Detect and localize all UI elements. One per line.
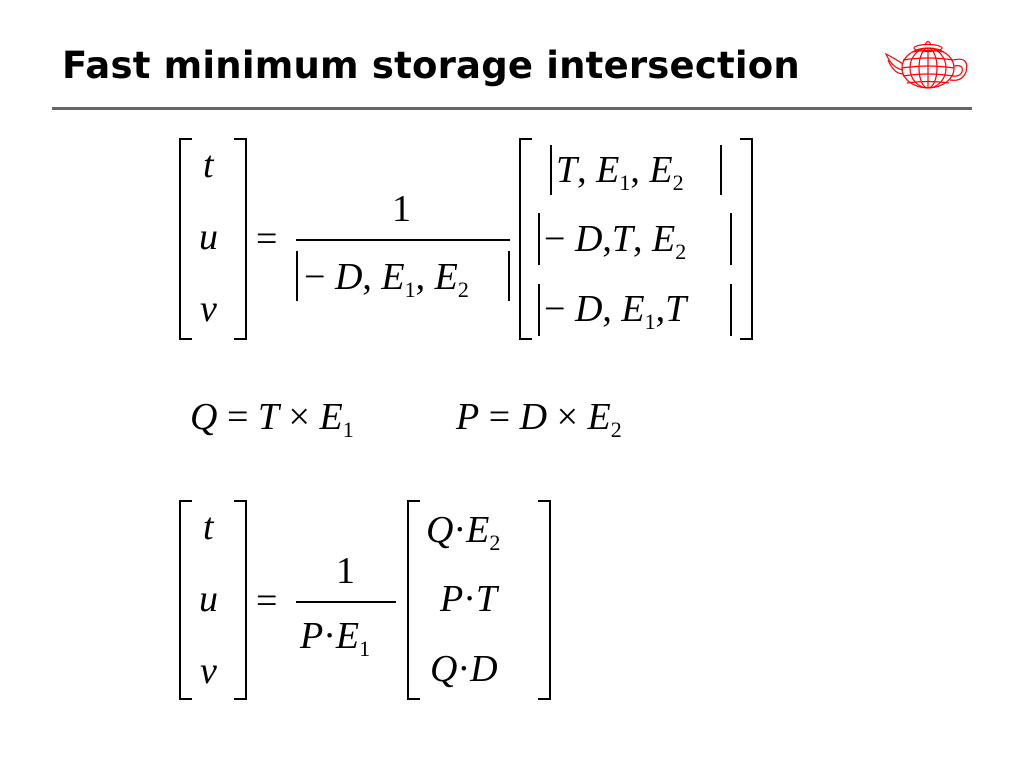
rhs-row-3: − D, E1,T <box>544 288 687 334</box>
lhs-bracket-3 <box>179 500 247 700</box>
lhs-v-3: v <box>200 650 217 692</box>
denominator-1: − D, E1, E2 <box>304 256 469 302</box>
teapot-icon <box>884 40 968 89</box>
rhs-row-1: Q·E2 <box>426 509 501 555</box>
det-bar <box>730 284 732 336</box>
title-rule <box>52 107 972 110</box>
lhs-v-1: v <box>200 288 217 330</box>
lhs-t-3: t <box>203 506 214 548</box>
equation-2-right: P = D × E2 <box>456 396 622 442</box>
rhs-row-3: Q·D <box>430 648 498 690</box>
lhs-u-3: u <box>199 578 218 620</box>
rhs-bracket-1 <box>519 138 753 340</box>
det-bar <box>508 251 510 301</box>
det-bar <box>720 145 722 195</box>
equals-3: = <box>256 580 278 622</box>
denominator-3: P·E1 <box>300 615 371 661</box>
det-bar <box>296 251 298 301</box>
rhs-row-2: P·T <box>440 578 498 620</box>
equation-2-left: Q = T × E1 <box>190 396 354 442</box>
fraction-line-1 <box>296 239 510 241</box>
lhs-u-1: u <box>199 216 218 258</box>
fraction-line-3 <box>296 601 396 603</box>
lhs-bracket-1 <box>179 138 247 340</box>
rhs-bracket-3 <box>407 500 551 700</box>
det-bar <box>538 284 540 336</box>
equals-1: = <box>256 218 278 260</box>
det-bar <box>730 213 732 265</box>
numerator-1: 1 <box>392 188 411 230</box>
rhs-row-1: T, E1, E2 <box>556 149 684 195</box>
det-bar <box>550 145 552 195</box>
rhs-row-2: − D,T, E2 <box>544 218 687 264</box>
det-bar <box>538 213 540 265</box>
lhs-t-1: t <box>203 144 214 186</box>
slide-title: Fast minimum storage intersection <box>62 44 800 87</box>
numerator-3: 1 <box>336 550 355 592</box>
